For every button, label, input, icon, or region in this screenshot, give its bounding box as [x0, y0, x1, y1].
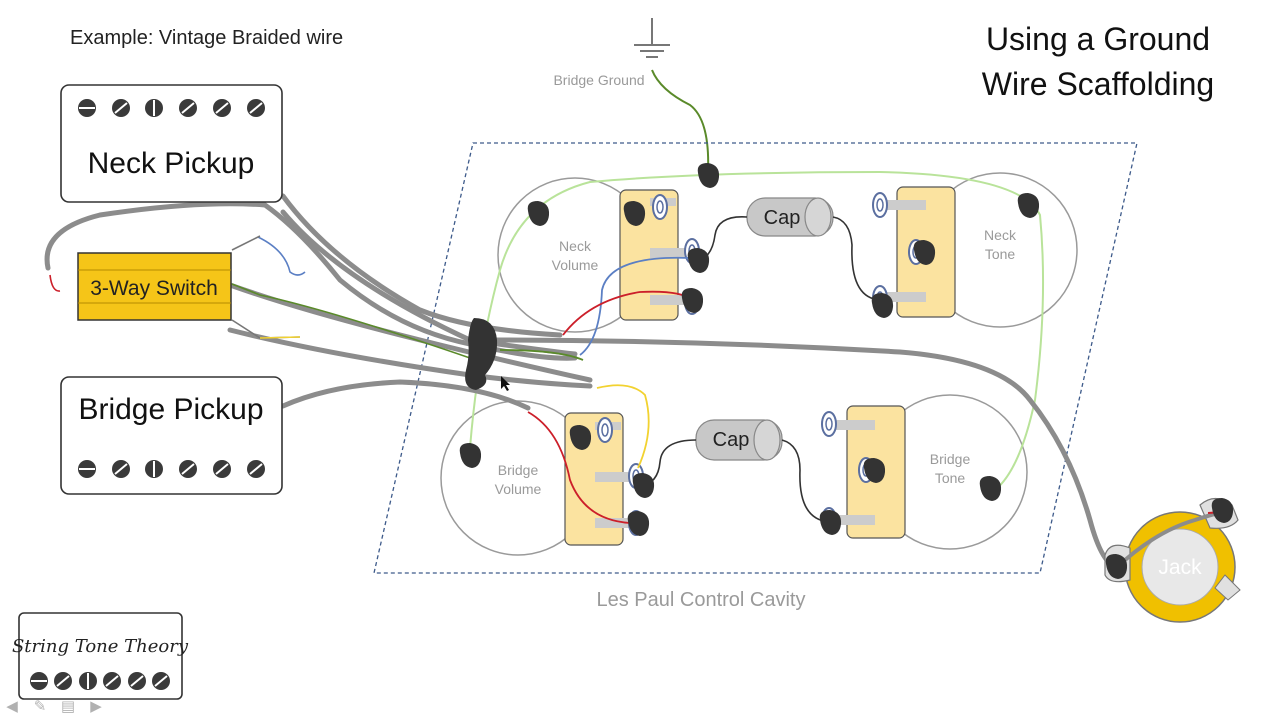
cap-bottom: Cap [695, 419, 783, 461]
notes-icon[interactable]: ▤ [60, 697, 76, 715]
jack-label: Jack [1158, 556, 1202, 579]
neck-volume-pot: Neck Volume [497, 177, 700, 333]
neck-tone-label-line2: Tone [985, 246, 1016, 262]
neck-volume-label-line1: Neck [559, 238, 592, 254]
three-way-switch: 3-Way Switch [77, 252, 232, 321]
slide-navigation: ◀ ✎ ▤ ▶ [2, 698, 106, 714]
neck-tone-pot: Neck Tone [872, 172, 1078, 328]
neck-volume-label-line2: Volume [552, 257, 599, 273]
logo-text: String Tone Theory [12, 636, 189, 657]
example-label: Example: Vintage Braided wire [70, 27, 343, 49]
bridge-tone-label-line1: Bridge [930, 451, 971, 467]
cap-top: Cap [746, 197, 834, 237]
bridge-pickup: Bridge Pickup [60, 376, 283, 495]
solder-joints [459, 163, 1040, 536]
switch-leads [49, 235, 471, 359]
neck-pickup-label: Neck Pickup [88, 147, 255, 180]
pencil-icon[interactable]: ✎ [33, 697, 47, 715]
arrow-right-icon[interactable]: ▶ [90, 697, 102, 715]
slide-title-line2: Wire Scaffolding [982, 66, 1214, 102]
output-jack: Jack [1104, 497, 1241, 623]
bridge-volume-pot: Bridge Volume [440, 400, 644, 556]
cap-bottom-label: Cap [713, 429, 750, 451]
slide-title-line1: Using a Ground [986, 21, 1210, 57]
mouse-cursor-icon [501, 376, 510, 391]
bridge-ground-wire [651, 69, 710, 173]
bridge-tone-pot: Bridge Tone [821, 394, 1028, 550]
bridge-ground-label: Bridge Ground [553, 72, 644, 88]
cap-top-label: Cap [764, 207, 801, 229]
bridge-volume-label-line1: Bridge [498, 462, 539, 478]
bridge-pickup-label: Bridge Pickup [78, 393, 263, 426]
switch-label: 3-Way Switch [90, 277, 218, 300]
arrow-left-icon[interactable]: ◀ [6, 697, 18, 715]
neck-pickup: Neck Pickup [60, 84, 283, 203]
neck-tone-label-line1: Neck [984, 227, 1017, 243]
cavity-label: Les Paul Control Cavity [597, 589, 806, 611]
ground-symbol-icon [634, 18, 670, 58]
cavity-colored-wires [499, 256, 694, 524]
bridge-tone-label-line2: Tone [935, 470, 966, 486]
bridge-volume-label-line2: Volume [495, 481, 542, 497]
ground-scaffold-wire [469, 170, 1045, 491]
string-tone-theory-logo: String Tone Theory [12, 612, 189, 700]
control-cavity-outline [373, 142, 1138, 574]
